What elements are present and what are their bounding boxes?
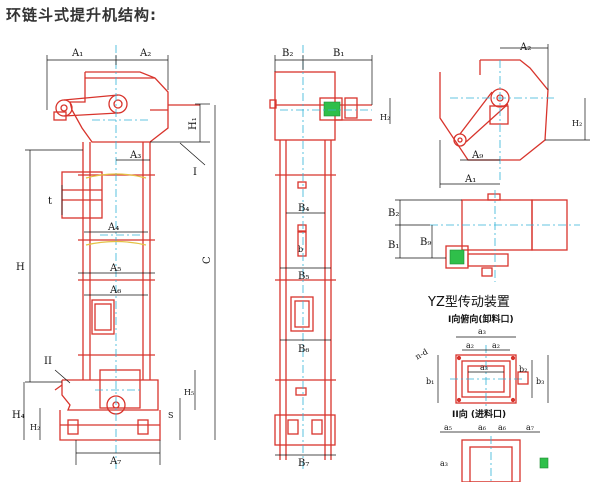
dim-H2-side-label: H₂ [380,113,390,122]
dim-A5-label: A₅ [109,263,121,274]
dim-B5-label: B₅ [298,271,309,282]
dim-A6-label: A₆ [109,285,121,296]
dim-a3-bottom-label: a₃ [440,459,448,468]
view-ii-caption: II向 (进料口) [452,408,506,420]
dim-n-d-label: n-d [414,347,430,361]
dim-I-label: I [193,167,197,178]
dim-b2-label: b₂ [519,365,527,374]
dim-a6-left-label: a₆ [478,423,486,432]
dim-a7-label: a₇ [526,423,534,432]
dim-A3-label: A₃ [129,150,141,161]
dim-a3-top-label: a₃ [478,327,486,336]
dim-B1-label: B₁ [333,48,344,59]
dim-B4-label: B₄ [298,203,309,214]
dim-H5-label: H₅ [184,388,194,397]
dim-A1-head-label: A₁ [464,174,476,185]
dim-b-label: b [298,245,303,254]
dim-B2-label: B₂ [282,48,293,59]
dim-B2-drive-label: B₂ [388,208,399,219]
view-ii: II向 (进料口) a₅ a₆ a₆ a₇ a₃ [440,408,549,482]
dim-B9-label: B₉ [420,237,431,248]
view-i: I向俯向(卸料口) a₃ a₂ a₂ a₃ n-d b₁ b₂ b₃ [414,313,549,410]
dim-A2-head-label: A₂ [519,42,531,53]
dim-B6-label: B₆ [298,344,309,355]
dim-a2-right-label: a₂ [492,341,500,350]
dim-H4-label: H₄ [12,410,25,421]
drive-caption: YZ型传动装置 [427,295,510,310]
dim-A2-label: A₂ [139,48,151,59]
dim-B1-drive-label: B₁ [388,240,399,251]
dim-a5-label: a₅ [444,423,452,432]
dim-H1-label: H₁ [188,117,199,130]
dim-b3-label: b₃ [536,377,544,386]
dim-a3-inner-label: a₃ [480,363,488,372]
dim-a2-left-label: a₂ [466,341,474,350]
dim-a6-right-label: a₆ [498,423,506,432]
dim-A4-label: A₄ [107,222,119,233]
page-title: 环链斗式提升机结构: [6,6,157,24]
dim-C-label: C [202,256,213,264]
view-i-caption: I向俯向(卸料口) [448,313,514,325]
dim-A1-label: A₁ [71,48,83,59]
dim-A7-label: A₇ [109,456,121,467]
dim-t-label: t [48,196,52,207]
side-view: B₂ B₁ H₂ B₄ b B₅ B₆ B₇ [269,45,391,470]
dim-H2-head-label: H₂ [572,119,582,128]
front-view: A₁ A₂ H₁ A₃ I t A₄ A₅ A₆ H C II [12,45,216,470]
head-detail: A₂ H₂ A₉ A₁ [439,42,590,188]
drive-plan: B₂ B₁ B₉ YZ型传动装置 [388,190,580,310]
dim-b1-label: b₁ [426,377,434,386]
dim-A9-label: A₉ [471,150,483,161]
dim-S-label: S [168,411,173,420]
dim-H-label: H [16,262,25,273]
dim-B7-label: B₇ [298,458,309,469]
dim-II-label: II [44,356,52,367]
dim-H2-label: H₂ [30,423,40,432]
